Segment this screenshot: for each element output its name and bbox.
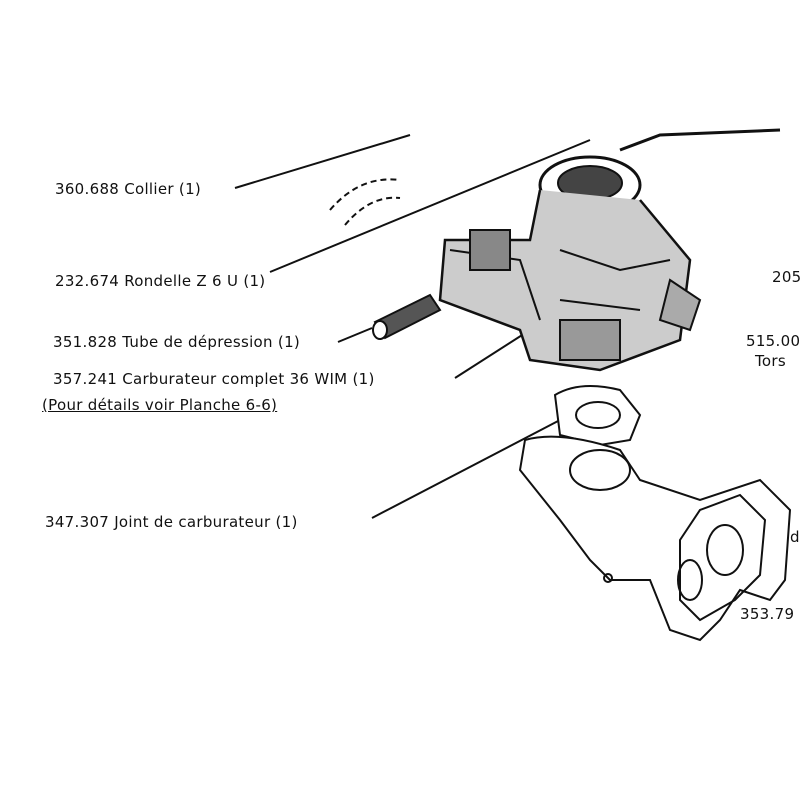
leader-collier — [234, 134, 411, 189]
label-tube: 351.828 Tube de dépression (1) — [53, 333, 301, 351]
label-515: 515.00 — [746, 332, 800, 350]
label-joint: 347.307 Joint de carburateur (1) — [45, 513, 298, 531]
leader-rondelle — [269, 139, 591, 273]
label-d: d — [790, 528, 800, 546]
label-353: 353.79 — [740, 605, 795, 623]
label-rondelle: 232.674 Rondelle Z 6 U (1) — [55, 272, 266, 290]
leader-carburateur — [454, 329, 531, 379]
label-tors: Tors — [755, 352, 786, 370]
label-details: (Pour détails voir Planche 6-6) — [42, 396, 278, 414]
label-carburateur: 357.241 Carburateur complet 36 WIM (1) — [53, 370, 375, 388]
label-collier: 360.688 Collier (1) — [55, 180, 202, 198]
leader-joint — [371, 419, 561, 519]
label-205: 205 — [772, 268, 800, 286]
leader-tube — [337, 327, 373, 343]
